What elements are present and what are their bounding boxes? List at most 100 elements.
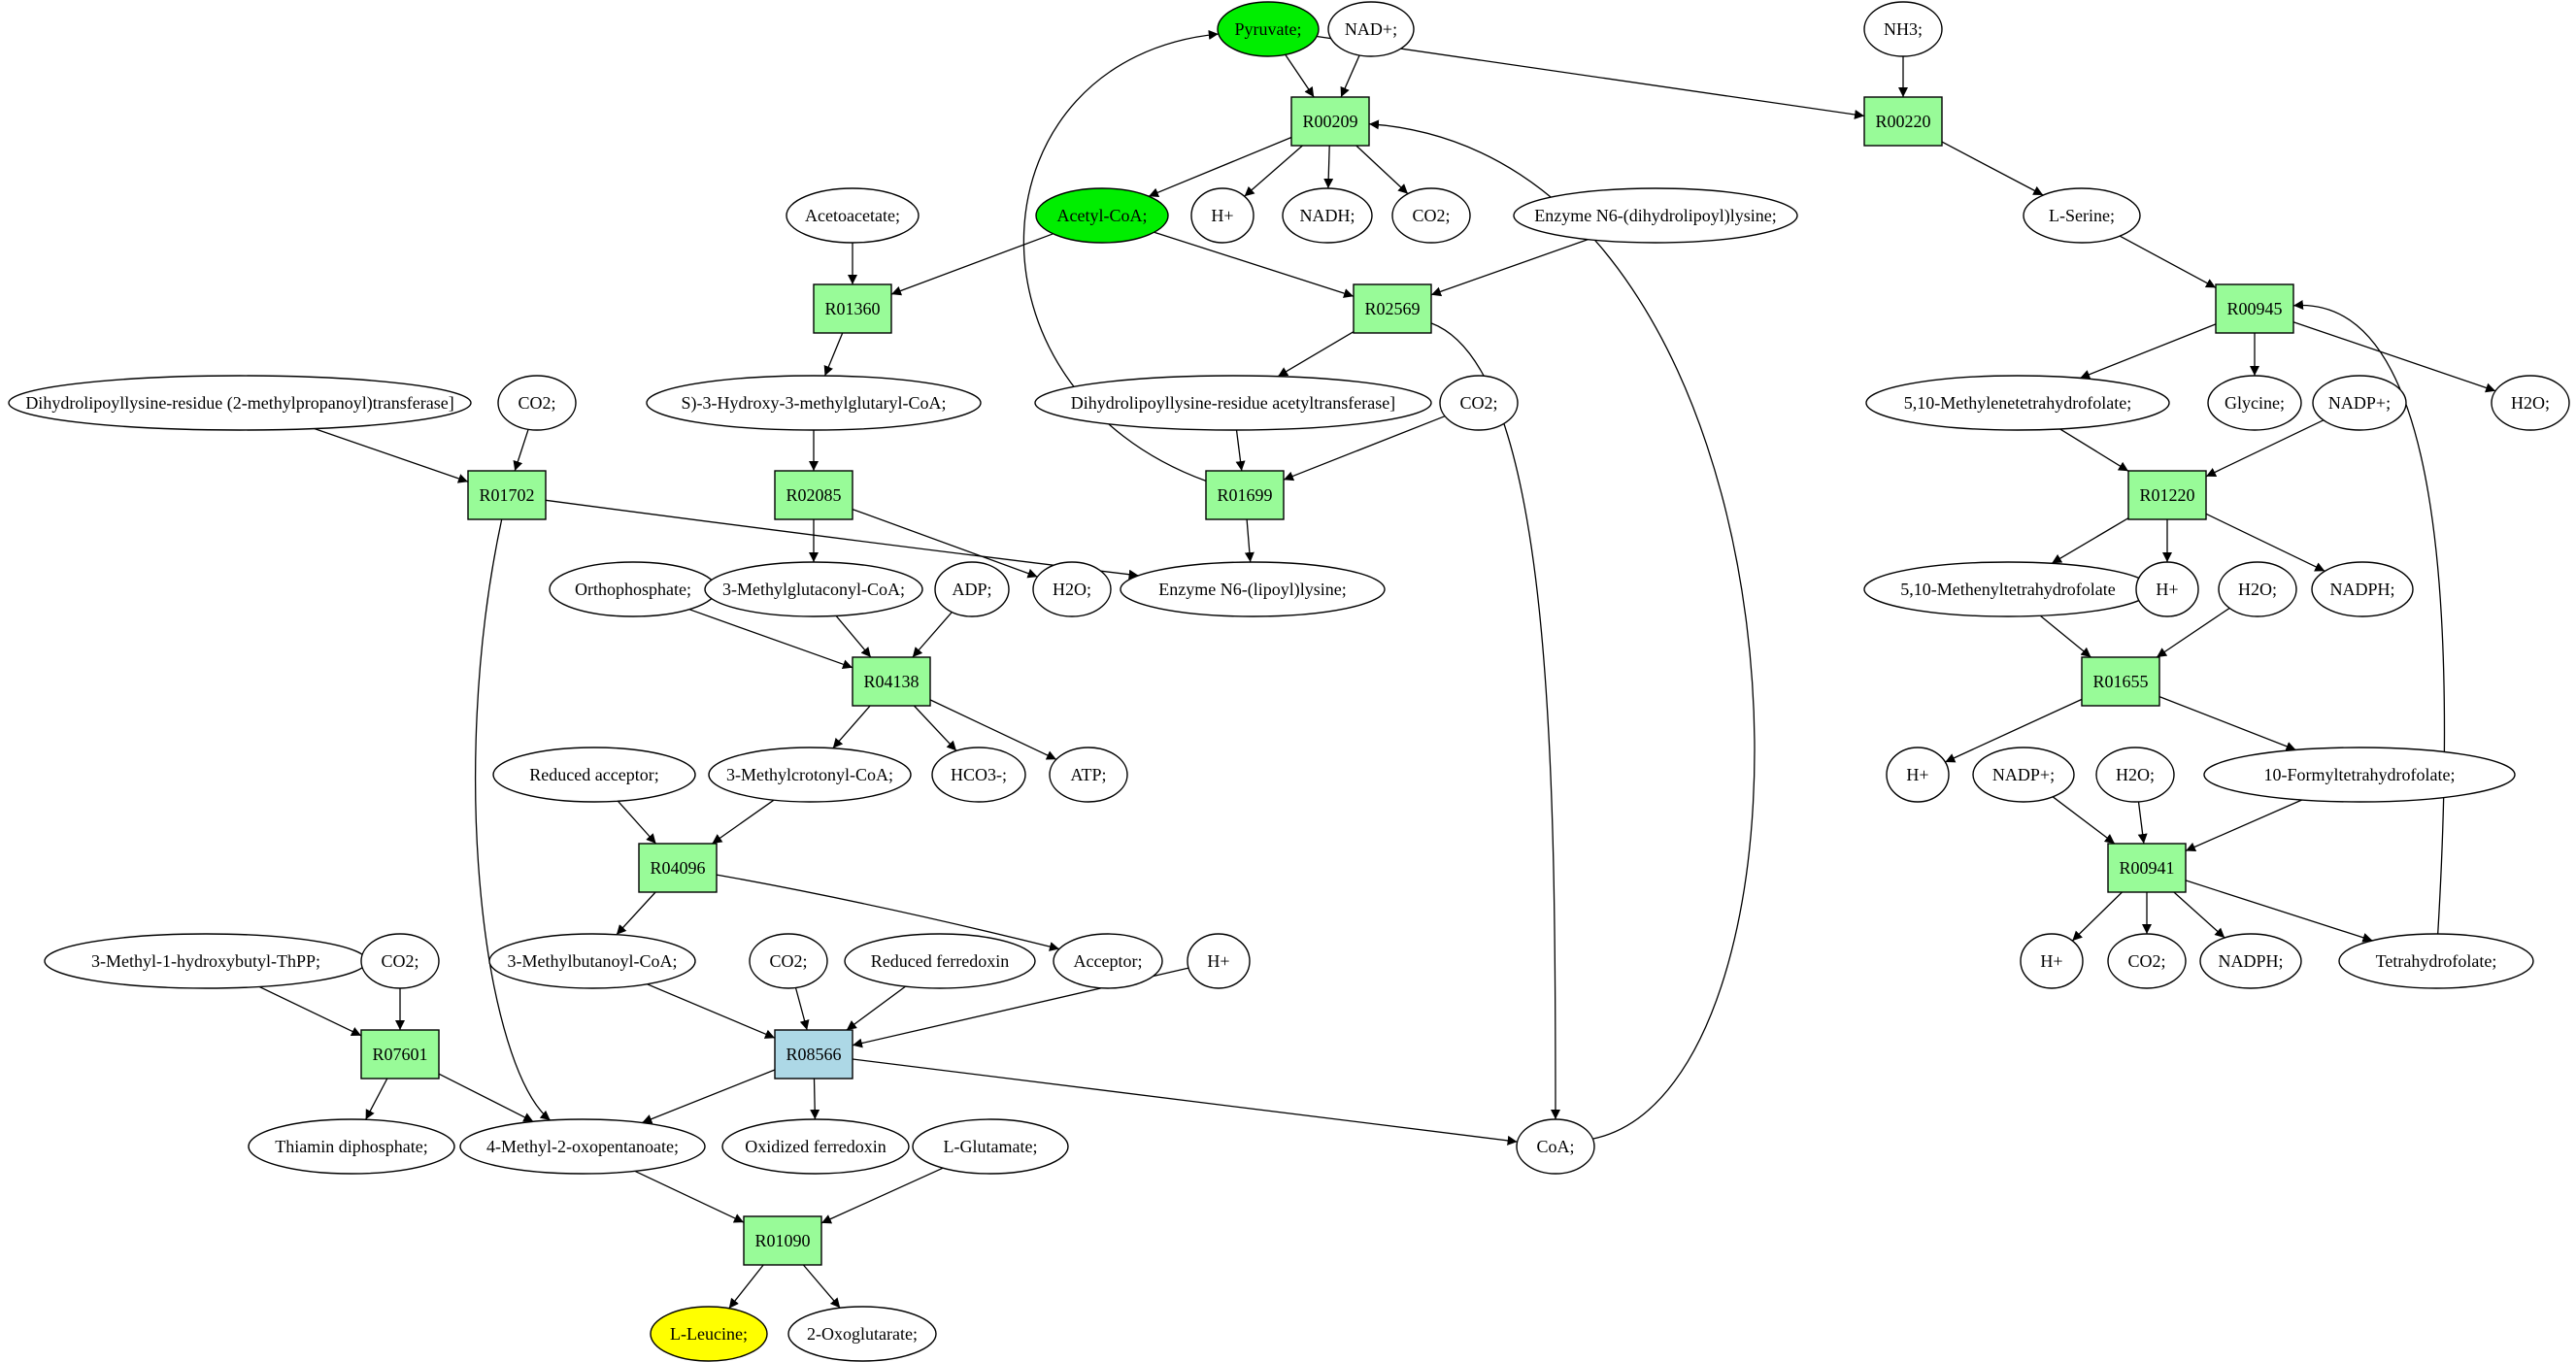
edge-r00220-to-l_serine [1941, 141, 2044, 196]
reaction-r04138[interactable]: R04138 [852, 656, 931, 707]
compound-label: HCO3-; [951, 765, 1007, 784]
reaction-r01702[interactable]: R01702 [467, 470, 547, 520]
reaction-box [1205, 470, 1285, 520]
compound-coa[interactable]: CoA; [1516, 1118, 1595, 1175]
compound-acceptor[interactable]: Acceptor; [1053, 933, 1163, 989]
compound-nh3[interactable]: NH3; [1863, 1, 1943, 57]
compound-formyltetrahydrofolate[interactable]: 10-Formyltetrahydrofolate; [2203, 747, 2516, 803]
compound-oxidized-ferredoxin[interactable]: Oxidized ferredoxin [721, 1118, 910, 1175]
compound-h-plus-5[interactable]: H+ [2020, 933, 2084, 989]
edge-r04096-to-methylbutanoyl_coa [616, 891, 656, 936]
compound-nadph-2[interactable]: NADPH; [2199, 933, 2302, 989]
compound-label: 3-Methylbutanoyl-CoA; [508, 951, 678, 971]
compound-l-glutamate[interactable]: L-Glutamate; [912, 1118, 1069, 1175]
compound-shape [1513, 187, 1798, 244]
compound-h-plus-2[interactable]: H+ [2135, 561, 2199, 617]
compound-hco3[interactable]: HCO3-; [931, 747, 1026, 803]
compound-co2-2[interactable]: CO2; [497, 375, 577, 431]
reaction-r07601[interactable]: R07601 [360, 1029, 440, 1080]
compound-h2o-1[interactable]: H2O; [2491, 375, 2570, 431]
compound-shape [248, 1118, 455, 1175]
reaction-label: R01655 [2092, 672, 2148, 691]
compound-co2-4[interactable]: CO2; [360, 933, 440, 989]
compound-co2-1[interactable]: CO2; [1391, 187, 1471, 244]
compound-shape [8, 375, 472, 431]
edge-r00945-to-methylenetetrahydrofolate [2079, 323, 2217, 380]
compound-acetoacetate[interactable]: Acetoacetate; [786, 187, 920, 244]
compound-label: NADH; [1300, 206, 1355, 225]
reaction-r01220[interactable]: R01220 [2127, 470, 2207, 520]
compound-h2o-3[interactable]: H2O; [2218, 561, 2297, 617]
edge-acetyl_coa-to-r01360 [890, 233, 1054, 296]
compound-shape [721, 1118, 910, 1175]
edge-r00941-to-h_plus_5 [2071, 891, 2123, 942]
compound-orthophosphate[interactable]: Orthophosphate; [549, 561, 718, 617]
compound-label: 5,10-Methylenetetrahydrofolate; [1904, 393, 2131, 413]
compound-shape [1972, 747, 2075, 803]
compound-reduced-acceptor[interactable]: Reduced acceptor; [492, 747, 696, 803]
reaction-r01360[interactable]: R01360 [813, 283, 892, 334]
compound-shape [2491, 375, 2570, 431]
compound-h-plus-3[interactable]: H+ [1886, 747, 1950, 803]
compound-label: NADP+; [2328, 393, 2391, 413]
compound-nadh[interactable]: NADH; [1282, 187, 1373, 244]
compound-reduced-ferredoxin[interactable]: Reduced ferredoxin [844, 933, 1036, 989]
compound-oxoglutarate[interactable]: 2-Oxoglutarate; [787, 1306, 937, 1362]
reaction-r00220[interactable]: R00220 [1863, 96, 1943, 147]
compound-nadp-1[interactable]: NADP+; [2312, 375, 2407, 431]
compound-glycine[interactable]: Glycine; [2207, 375, 2302, 431]
compound-methyl-hydroxybutyl-thpp[interactable]: 3-Methyl-1-hydroxybutyl-ThPP; [44, 933, 368, 989]
compound-methylenetetrahydrofolate[interactable]: 5,10-Methylenetetrahydrofolate; [1865, 375, 2170, 431]
reaction-r04096[interactable]: R04096 [638, 843, 718, 893]
compound-methenyltetrahydrofolate[interactable]: 5,10-Methenyltetrahydrofolate [1863, 561, 2153, 617]
compound-l-leucine[interactable]: L-Leucine; [650, 1306, 768, 1362]
reaction-r01655[interactable]: R01655 [2081, 656, 2160, 707]
compound-label: Thiamin diphosphate; [275, 1137, 427, 1156]
compound-nad[interactable]: NAD+; [1327, 1, 1415, 57]
compound-co2-6[interactable]: CO2; [2107, 933, 2187, 989]
compound-h2o-4[interactable]: H2O; [2095, 747, 2175, 803]
compound-methylbutanoyl-coa[interactable]: 3-Methylbutanoyl-CoA; [488, 933, 696, 989]
compound-pyruvate[interactable]: Pyruvate; [1217, 1, 1320, 57]
reaction-r00945[interactable]: R00945 [2215, 283, 2294, 334]
reaction-label: R04096 [650, 858, 705, 878]
compound-adp[interactable]: ADP; [934, 561, 1010, 617]
compound-atp[interactable]: ATP; [1049, 747, 1128, 803]
compound-methylglutaconyl-coa[interactable]: 3-Methylglutaconyl-CoA; [704, 561, 923, 617]
compound-dihydrolipoyl-methylpropanoyl[interactable]: Dihydrolipoyllysine-residue (2-methylpro… [8, 375, 472, 431]
compound-shape [492, 747, 696, 803]
compound-hydroxy-methylglutaryl-coa[interactable]: S)-3-Hydroxy-3-methylglutaryl-CoA; [646, 375, 982, 431]
edge-acetyl_coa-to-r02569 [1154, 231, 1355, 298]
reaction-r00941[interactable]: R00941 [2107, 843, 2187, 893]
compound-l-serine[interactable]: L-Serine; [2023, 187, 2141, 244]
compound-methylcrotonyl-coa[interactable]: 3-Methylcrotonyl-CoA; [708, 747, 912, 803]
compound-h-plus-4[interactable]: H+ [1187, 933, 1251, 989]
compound-enzyme-dihydrolipoyl-lysine[interactable]: Enzyme N6-(dihydrolipoyl)lysine; [1513, 187, 1798, 244]
reaction-box [1290, 96, 1370, 147]
edge-enzyme_dihydrolipoyl_lysine-to-r02569 [1430, 238, 1589, 297]
reaction-r02569[interactable]: R02569 [1353, 283, 1432, 334]
reaction-r01090[interactable]: R01090 [743, 1215, 822, 1266]
compound-co2-5[interactable]: CO2; [749, 933, 828, 989]
compound-dihydrolipoyl-acetyltransferase[interactable]: Dihydrolipoyllysine-residue acetyltransf… [1034, 375, 1432, 431]
edge-r08566-to-coa [852, 1058, 1518, 1146]
compound-nadp-2[interactable]: NADP+; [1972, 747, 2075, 803]
reaction-r00209[interactable]: R00209 [1290, 96, 1370, 147]
compound-methyl-oxopentanoate[interactable]: 4-Methyl-2-oxopentanoate; [459, 1118, 706, 1175]
compound-co2-3[interactable]: CO2; [1439, 375, 1519, 431]
compound-tetrahydrofolate[interactable]: Tetrahydrofolate; [2338, 933, 2534, 989]
compound-label: H2O; [2238, 580, 2277, 599]
compound-h2o-2[interactable]: H2O; [1032, 561, 1112, 617]
reaction-r02085[interactable]: R02085 [774, 470, 853, 520]
compound-enzyme-lipoyl-lysine[interactable]: Enzyme N6-(lipoyl)lysine; [1120, 561, 1386, 617]
compound-shape [2311, 561, 2414, 617]
compound-acetyl-coa[interactable]: Acetyl-CoA; [1035, 187, 1169, 244]
reaction-box [360, 1029, 440, 1080]
compound-h-plus-1[interactable]: H+ [1190, 187, 1255, 244]
compound-shape [1217, 1, 1320, 57]
reaction-label: R02569 [1364, 299, 1420, 318]
compound-nadph-1[interactable]: NADPH; [2311, 561, 2414, 617]
compound-thiamin-diphosphate[interactable]: Thiamin diphosphate; [248, 1118, 455, 1175]
reaction-r08566[interactable]: R08566 [774, 1029, 853, 1080]
reaction-r01699[interactable]: R01699 [1205, 470, 1285, 520]
